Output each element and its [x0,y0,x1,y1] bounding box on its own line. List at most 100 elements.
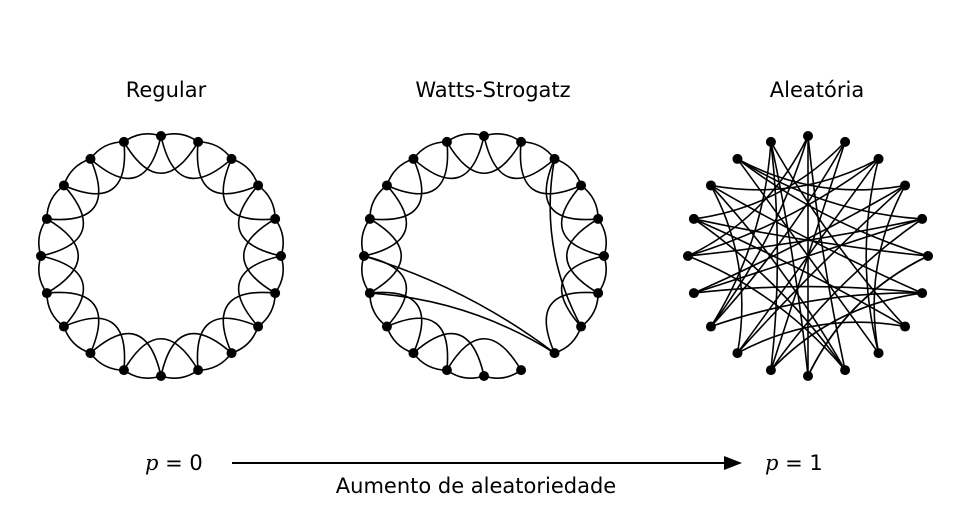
title-random: Aleatória [769,78,865,102]
graph-edge [237,184,282,257]
graph-edge [483,133,522,143]
graph-node [118,136,129,147]
graph-edge [710,141,846,328]
graph-edge [412,332,485,377]
arrow-head-icon [724,456,742,470]
graph-edge [46,291,100,354]
graph-edge [554,326,582,354]
graph-node [364,213,375,224]
graph-edge [63,141,126,195]
graph-edge [123,337,199,371]
graph-node [840,365,851,376]
graph-edge [770,292,923,371]
graph-edge [198,352,233,371]
graph-node [441,365,452,376]
graph-edge [369,158,423,221]
graph-edge [196,317,259,371]
graph-edge [736,184,906,354]
graph-edge [483,369,522,379]
graph-node [840,136,851,147]
graph-edge [545,291,599,354]
graph-node [549,348,560,359]
graph-edge [160,332,233,377]
graph-node [253,180,264,191]
graph-node [58,180,69,191]
p-var: p [765,451,779,475]
graph-edge [807,255,929,377]
graph-edge [160,369,199,379]
graph-node [683,251,693,261]
graph-edge [363,184,408,257]
graph-edge [257,293,276,328]
graph-edge [693,218,906,328]
graph-edge [40,184,85,257]
watts-strogatz-graph [359,131,609,381]
graph-edge [386,158,414,186]
graph-node [593,213,604,224]
graph-edge [123,369,162,379]
graph-node [408,348,419,359]
graph-node [364,288,375,299]
graph-node [276,251,286,261]
graph-node [193,136,204,147]
graph-edge [198,141,233,160]
graph-edge [46,293,65,328]
graph-node [253,321,264,332]
graph-edge [737,158,923,220]
graph-node [85,348,96,359]
graph-edge [412,135,485,180]
graph-edge [386,317,449,371]
graph-edge [565,218,599,294]
graph-edge [687,135,809,257]
graph-node [803,131,813,141]
p-var: p [145,451,159,475]
graph-node [549,153,560,164]
graph-node [193,365,204,376]
graph-edge [737,158,906,191]
p-eq: = 0 [158,451,203,475]
graph-edge [687,158,880,257]
random-graph [683,131,933,381]
graph-node [732,348,743,359]
graph-edge [369,291,423,354]
graph-node [408,153,419,164]
graph-edge [687,255,846,371]
graph-edge [369,293,388,328]
graph-edge [597,255,607,294]
graph-edge [231,326,259,354]
regular-graph [36,131,286,381]
graph-edge [580,293,599,328]
graph-edge [710,185,743,354]
graph-edge [369,218,403,294]
graph-node [688,213,699,224]
graph-node [270,288,281,299]
graph-node [156,131,166,141]
graph-edge [693,218,846,371]
graph-edge [63,158,91,186]
graph-edge [160,135,233,180]
graph-edge [46,158,100,221]
graph-node [156,371,166,381]
title-watts-strogatz: Watts-Strogatz [415,78,571,102]
graph-edge [123,141,199,175]
graph-edge [361,255,371,294]
graph-node [381,321,392,332]
graph-edge [242,218,276,294]
graph-node [705,321,716,332]
graph-node [732,153,743,164]
graph-edge [770,141,809,377]
graph-edge [412,141,447,160]
graph-node [226,348,237,359]
graph-edge [446,141,522,175]
graph-edge [89,352,124,371]
graph-edge [274,255,284,294]
graph-edge [89,332,162,377]
graph-edge [736,158,929,257]
graph-node [705,180,716,191]
graph-edge [369,184,388,219]
graph-node [576,321,587,332]
graph-edge [89,141,124,160]
graph-edge [40,255,85,328]
graph-node [765,365,776,376]
